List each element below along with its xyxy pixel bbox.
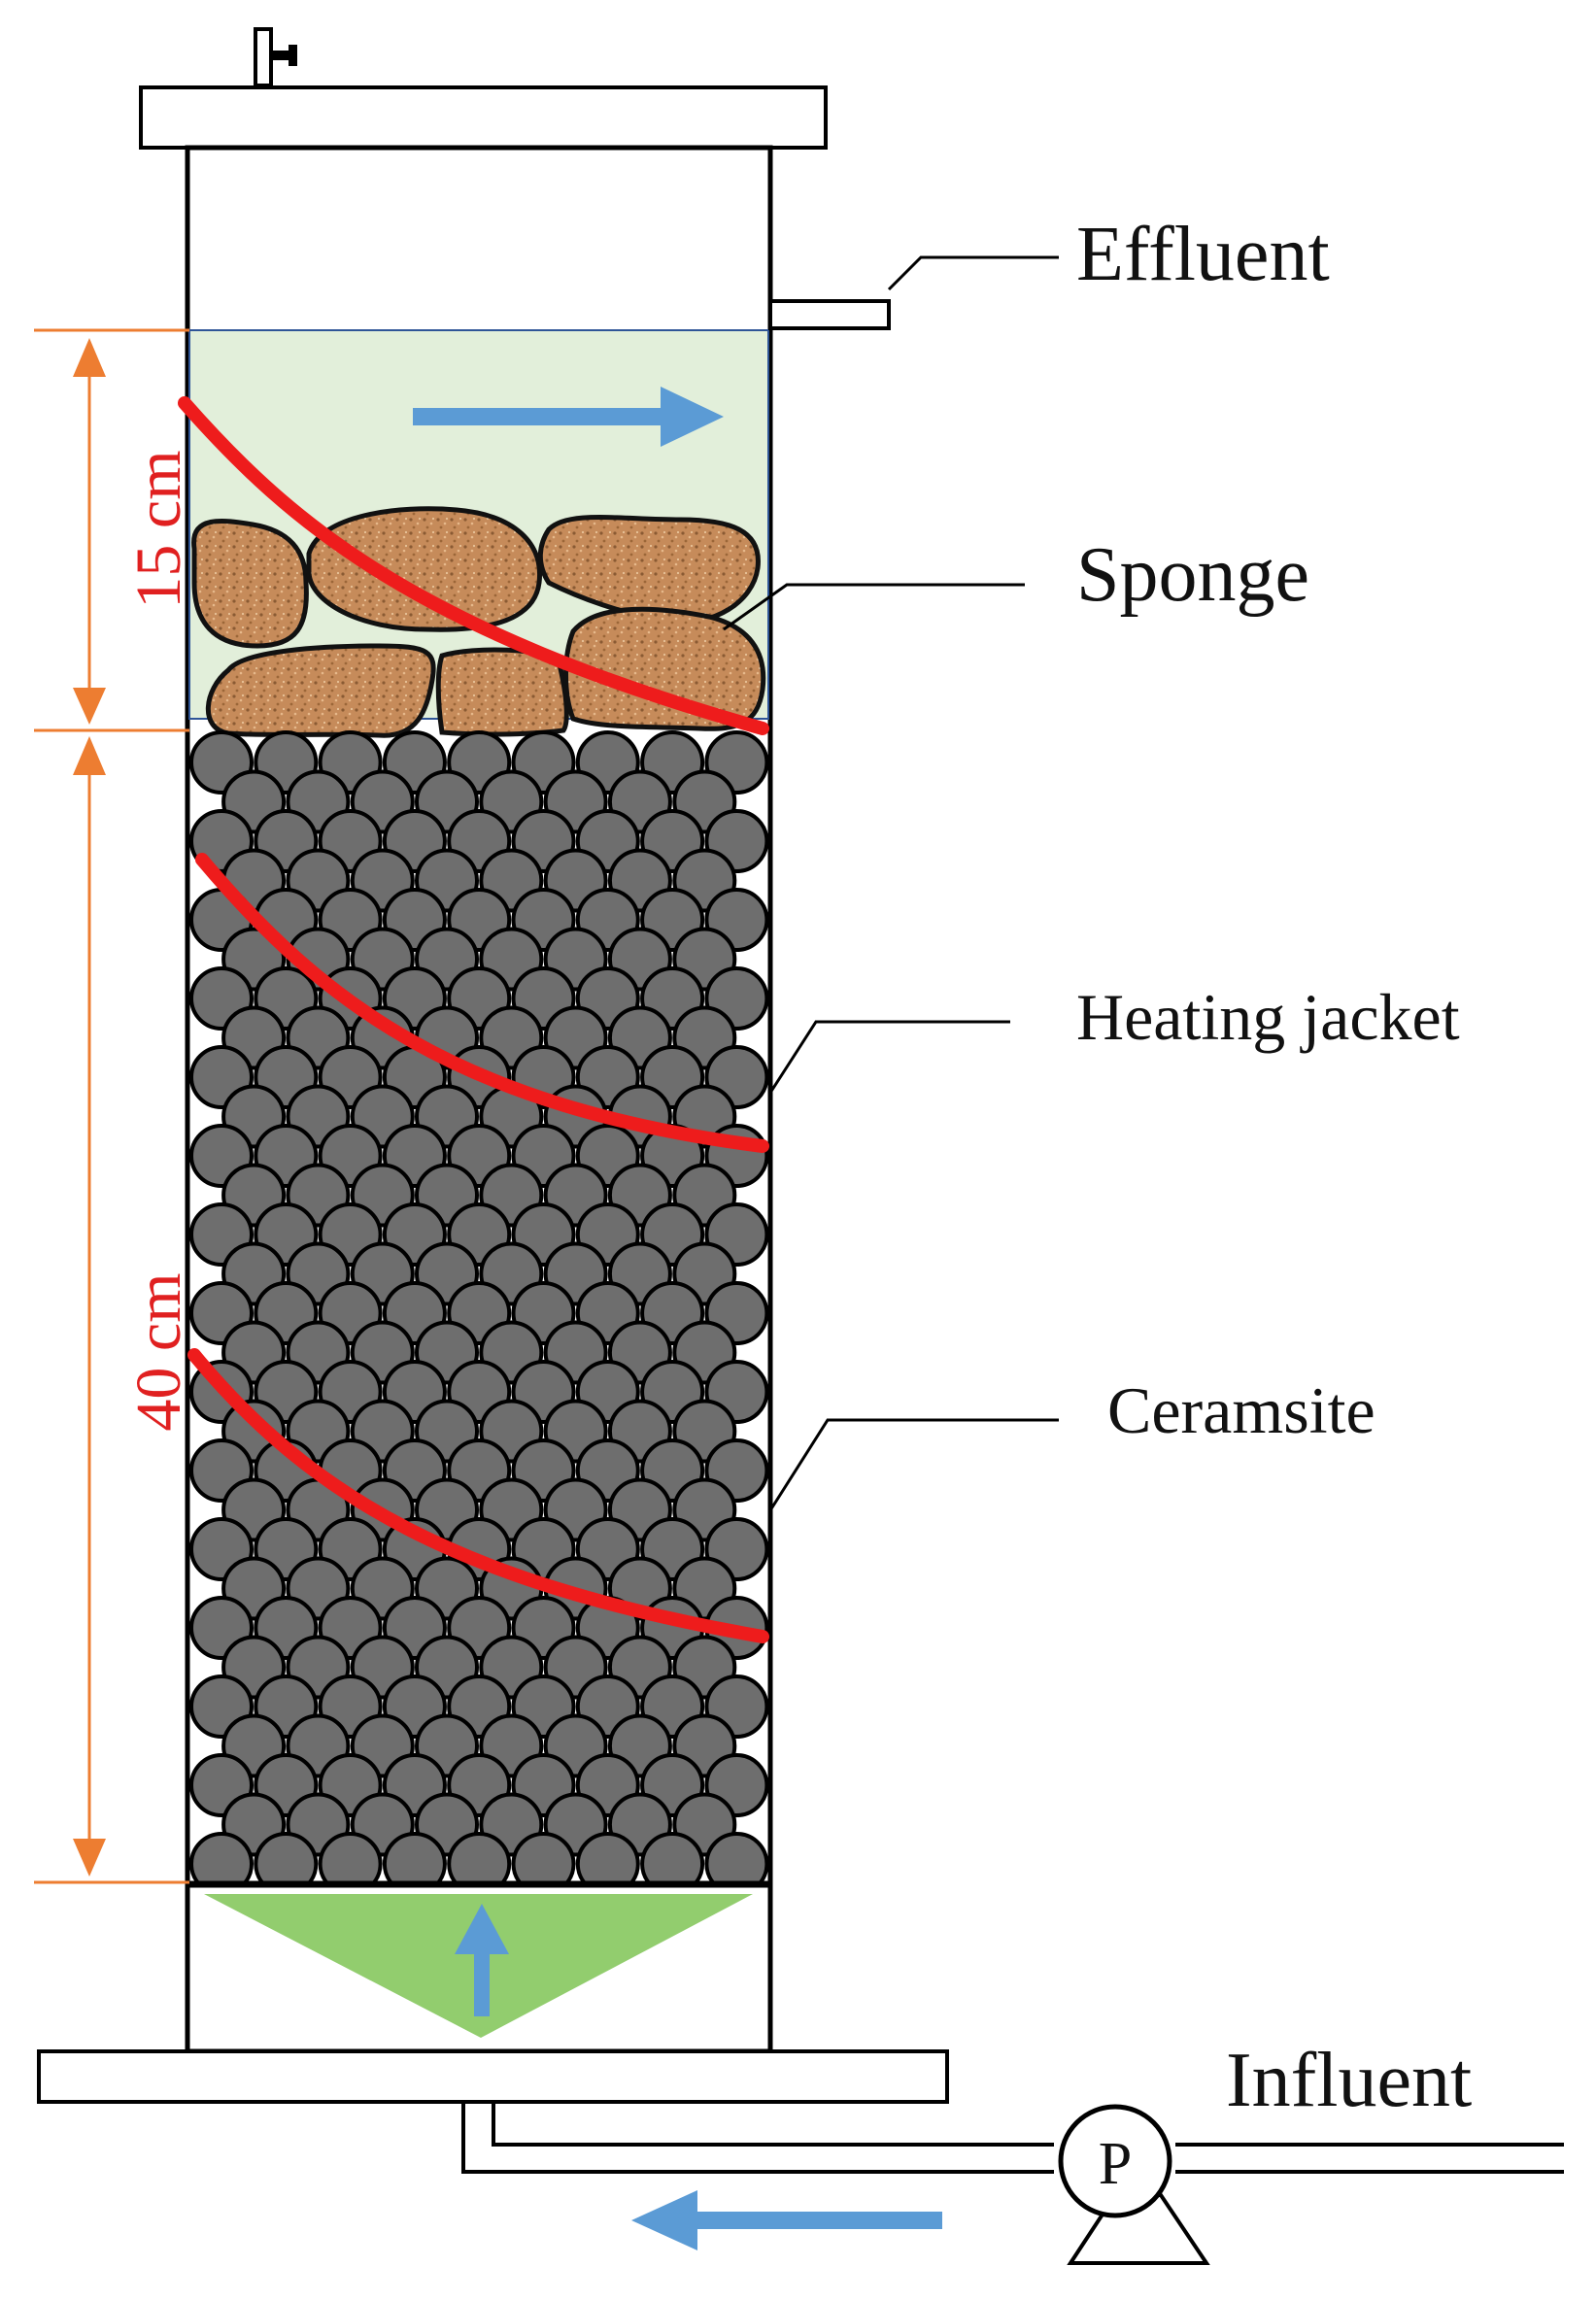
heating-wire (187, 1348, 769, 1643)
effluent-pipe (768, 299, 891, 330)
ceramsite-ball (575, 1832, 640, 1882)
sponge-block (191, 518, 309, 649)
ceramsite-ball (189, 1832, 254, 1882)
ceramsite-ball (704, 1832, 768, 1882)
ceramsite-ball (318, 1832, 383, 1882)
ceramsite-ball (254, 1832, 319, 1882)
leader-lines (723, 255, 1059, 1511)
sponge-block (205, 643, 436, 738)
leader-heating-jacket (768, 1020, 1010, 1094)
dimension-lines (34, 328, 189, 1884)
sponge-block (537, 515, 761, 626)
label-effluent: Effluent (1076, 212, 1330, 297)
ceramsite-ball (447, 1832, 512, 1882)
ceramsite-ball (382, 1832, 447, 1882)
ceramsite-ball (511, 1832, 576, 1882)
dimension-label-sponge: 15 cm (123, 450, 194, 608)
flow-arrow-left (631, 2190, 942, 2250)
label-sponge: Sponge (1076, 532, 1309, 618)
heating-wire (178, 396, 769, 735)
top-vent-valve (254, 27, 297, 87)
sponge-blocks (191, 506, 766, 738)
flow-arrow-right (413, 387, 724, 447)
dimension-label-ceramsite: 40 cm (123, 1272, 194, 1431)
leader-sponge (723, 583, 1025, 631)
heating-jacket-wires (178, 396, 769, 1643)
top-lid (139, 85, 828, 150)
pump-label: P (1099, 2131, 1132, 2197)
flow-arrow-up (455, 1904, 509, 2016)
label-heating-jacket: Heating jacket (1076, 980, 1460, 1054)
ceramsite-bed (189, 730, 768, 1882)
label-ceramsite: Ceramsite (1107, 1373, 1375, 1447)
label-influent: Influent (1226, 2038, 1472, 2123)
sponge-block (306, 506, 543, 632)
influent-pipe (461, 2102, 1564, 2174)
leader-effluent (887, 255, 1059, 291)
base-plate (37, 2049, 949, 2104)
pump-symbol: P (1058, 2104, 1210, 2265)
ceramsite-ball (640, 1832, 705, 1882)
heating-wire (195, 853, 769, 1153)
leader-ceramsite (768, 1418, 1059, 1511)
